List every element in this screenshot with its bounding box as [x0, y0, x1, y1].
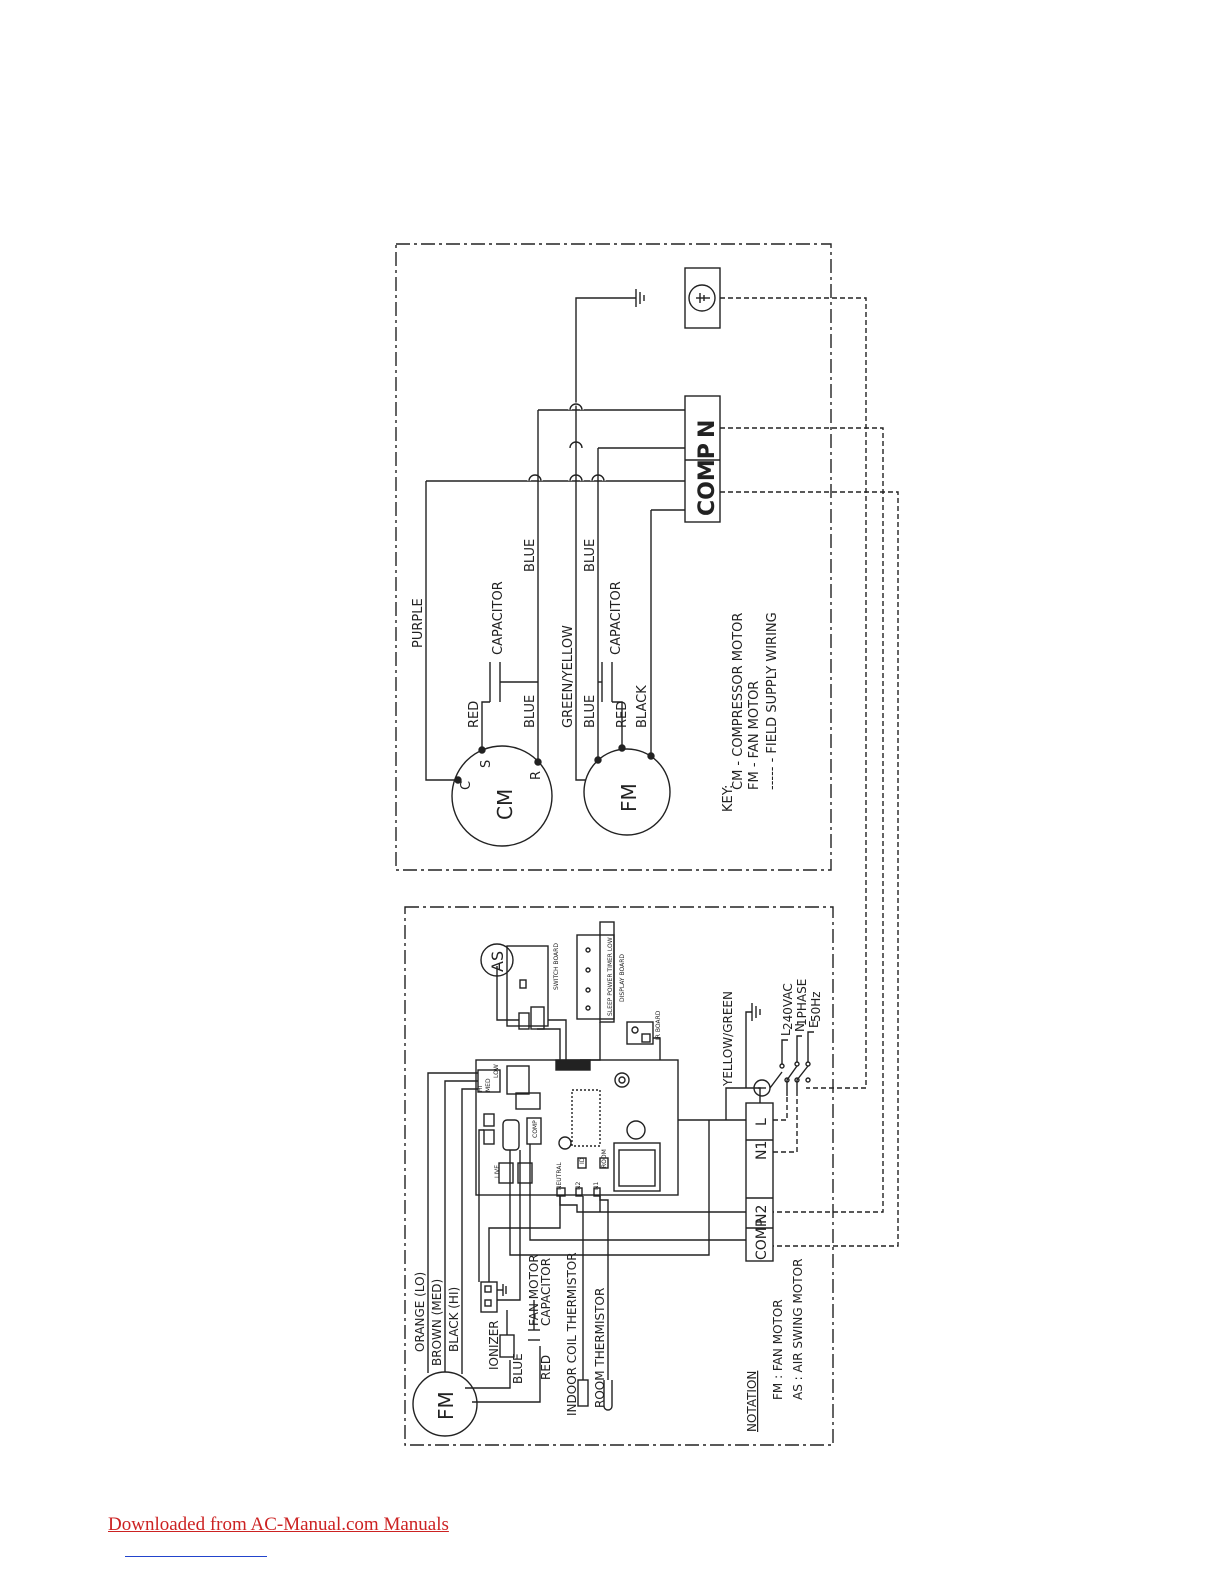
label-supply-l: L [779, 1029, 793, 1036]
wire-orange [427, 1072, 478, 1373]
label-ir-board: IR BOARD [655, 1010, 662, 1040]
air-swing-motor [480, 943, 514, 977]
label-ionizer: IONIZER [487, 1320, 501, 1370]
label-cm-red: RED [467, 701, 482, 728]
wire-purple [425, 481, 458, 781]
outdoor-earth-icon [635, 289, 645, 307]
room-thermistor-probe [603, 1380, 613, 1411]
outdoor-labels: PURPLE CAPACITOR BLUE GREEN/YELLOW BLUE … [411, 420, 780, 820]
label-supply-240: 240VAC [781, 983, 795, 1030]
earth-symbol-icon [688, 284, 716, 312]
label-terminal-comp: COMP [695, 443, 720, 516]
indoor-labels: ORANGE (LO) BROWN (MED) BLACK (HI) IONIZ… [413, 937, 823, 1432]
label-term-n1: N1 [754, 1141, 770, 1160]
label-key-fm: FM - FAN MOTOR [747, 681, 762, 790]
label-fm-blue: BLUE [583, 695, 598, 728]
label-term-r: R [529, 771, 544, 780]
label-fm-indoor: FM [434, 1391, 458, 1420]
label-pcb-room: ROOM [601, 1149, 608, 1168]
label-capacitor-fm: CAPACITOR [609, 581, 624, 655]
label-switch-board: SWITCH BOARD [553, 943, 560, 990]
label-blue-top: BLUE [523, 539, 538, 572]
label-display-buttons: SLEEP POWER TIMER LOW [607, 937, 614, 1016]
indoor-unit [404, 906, 834, 1446]
label-room-thermistor: ROOM THERMISTOR [593, 1288, 607, 1408]
transformer [613, 1142, 661, 1192]
label-red-indoor: RED [539, 1355, 553, 1380]
wire-green-yellow [575, 420, 586, 781]
indoor-unit-boundary [404, 906, 834, 1446]
label-key-title: KEY: [721, 785, 736, 812]
outdoor-terminal-block [684, 395, 721, 523]
wire-cm-capacitor [481, 701, 490, 750]
outdoor-unit-boundary [395, 243, 832, 871]
label-notation-title: NOTATION [745, 1371, 759, 1432]
label-fan-cap-2: CAPACITOR [539, 1258, 553, 1326]
ir-board [626, 1021, 654, 1045]
indoor-earth-icon [751, 1003, 761, 1021]
label-term-s: S [479, 760, 494, 768]
label-term-c: C [459, 781, 474, 790]
label-pcb-n1: N1 [593, 1182, 600, 1190]
label-brown: BROWN (MED) [430, 1279, 444, 1366]
footer-download-link[interactable]: Downloaded from AC-Manual.com Manuals [108, 1514, 449, 1535]
label-notation-fm: FM : FAN MOTOR [771, 1299, 785, 1400]
label-indoor-thermistor: INDOOR COIL THERMISTOR [565, 1252, 579, 1416]
label-pcb-comp: COMP [532, 1120, 539, 1138]
label-yellow-green: YELLOW/GREEN [721, 991, 735, 1087]
label-fm-black: BLACK [635, 685, 650, 728]
main-pcb [475, 1059, 679, 1196]
label-pcb-id: ID [579, 1157, 586, 1164]
label-supply-n: N [793, 1023, 807, 1032]
wire-blue [465, 1360, 511, 1389]
label-orange: ORANGE (LO) [413, 1272, 427, 1352]
label-pcb-hi: HI [477, 1085, 484, 1092]
label-key-cm: CM - COMPRESSOR MOTOR [731, 613, 746, 790]
label-fm-red: RED [615, 701, 630, 728]
label-cm: CM [493, 789, 517, 820]
wire-black [461, 1088, 478, 1374]
supply-switches [769, 1031, 814, 1096]
label-pcb-low: LOW [493, 1064, 500, 1078]
switch-board [506, 945, 549, 1027]
wire-red [472, 1346, 541, 1403]
footer-rule [125, 1556, 267, 1557]
label-pcb-n2: N2 [575, 1182, 582, 1190]
label-terminal-n: N [695, 420, 720, 438]
label-supply-e: E [807, 1020, 821, 1028]
wire-brown [444, 1080, 478, 1372]
label-purple: PURPLE [411, 598, 426, 648]
label-blue-mid: BLUE [583, 539, 598, 572]
label-capacitor-cm: CAPACITOR [491, 581, 506, 655]
label-blue-indoor: BLUE [511, 1353, 525, 1384]
label-fan-cap-1: FAN MOTOR [527, 1254, 541, 1326]
label-cm-blue: BLUE [523, 695, 538, 728]
label-pcb-med: MED [485, 1078, 492, 1092]
label-notation-as: AS : AIR SWING MOTOR [791, 1259, 805, 1400]
outdoor-earth-wire [575, 297, 636, 420]
label-display-board: DISPLAY BOARD [619, 954, 626, 1002]
label-pcb-neutral: NEUTRAL [556, 1162, 563, 1190]
label-pcb-live: LIVE [494, 1165, 501, 1178]
mcu-chip [571, 1089, 601, 1147]
outdoor-fan-motor [583, 748, 671, 836]
label-term-n2: N2 [754, 1205, 770, 1224]
label-supply-hz: 50Hz [809, 991, 823, 1022]
compressor-motor [451, 745, 553, 847]
wire-fm-capacitor [612, 701, 623, 748]
indoor-coil-thermistor [577, 1379, 589, 1407]
field-supply-wiring [720, 297, 899, 1247]
label-fm-outdoor: FM [617, 783, 641, 812]
label-term-comp: COMP [754, 1219, 770, 1260]
label-green-yellow: GREEN/YELLOW [561, 625, 576, 728]
label-black: BLACK (HI) [447, 1287, 461, 1352]
label-as: AS [488, 951, 507, 972]
label-key-field: ----- - FIELD SUPPLY WIRING [765, 612, 780, 790]
label-term-l: L [754, 1118, 770, 1126]
label-supply-phase: 1PHASE [795, 979, 809, 1026]
